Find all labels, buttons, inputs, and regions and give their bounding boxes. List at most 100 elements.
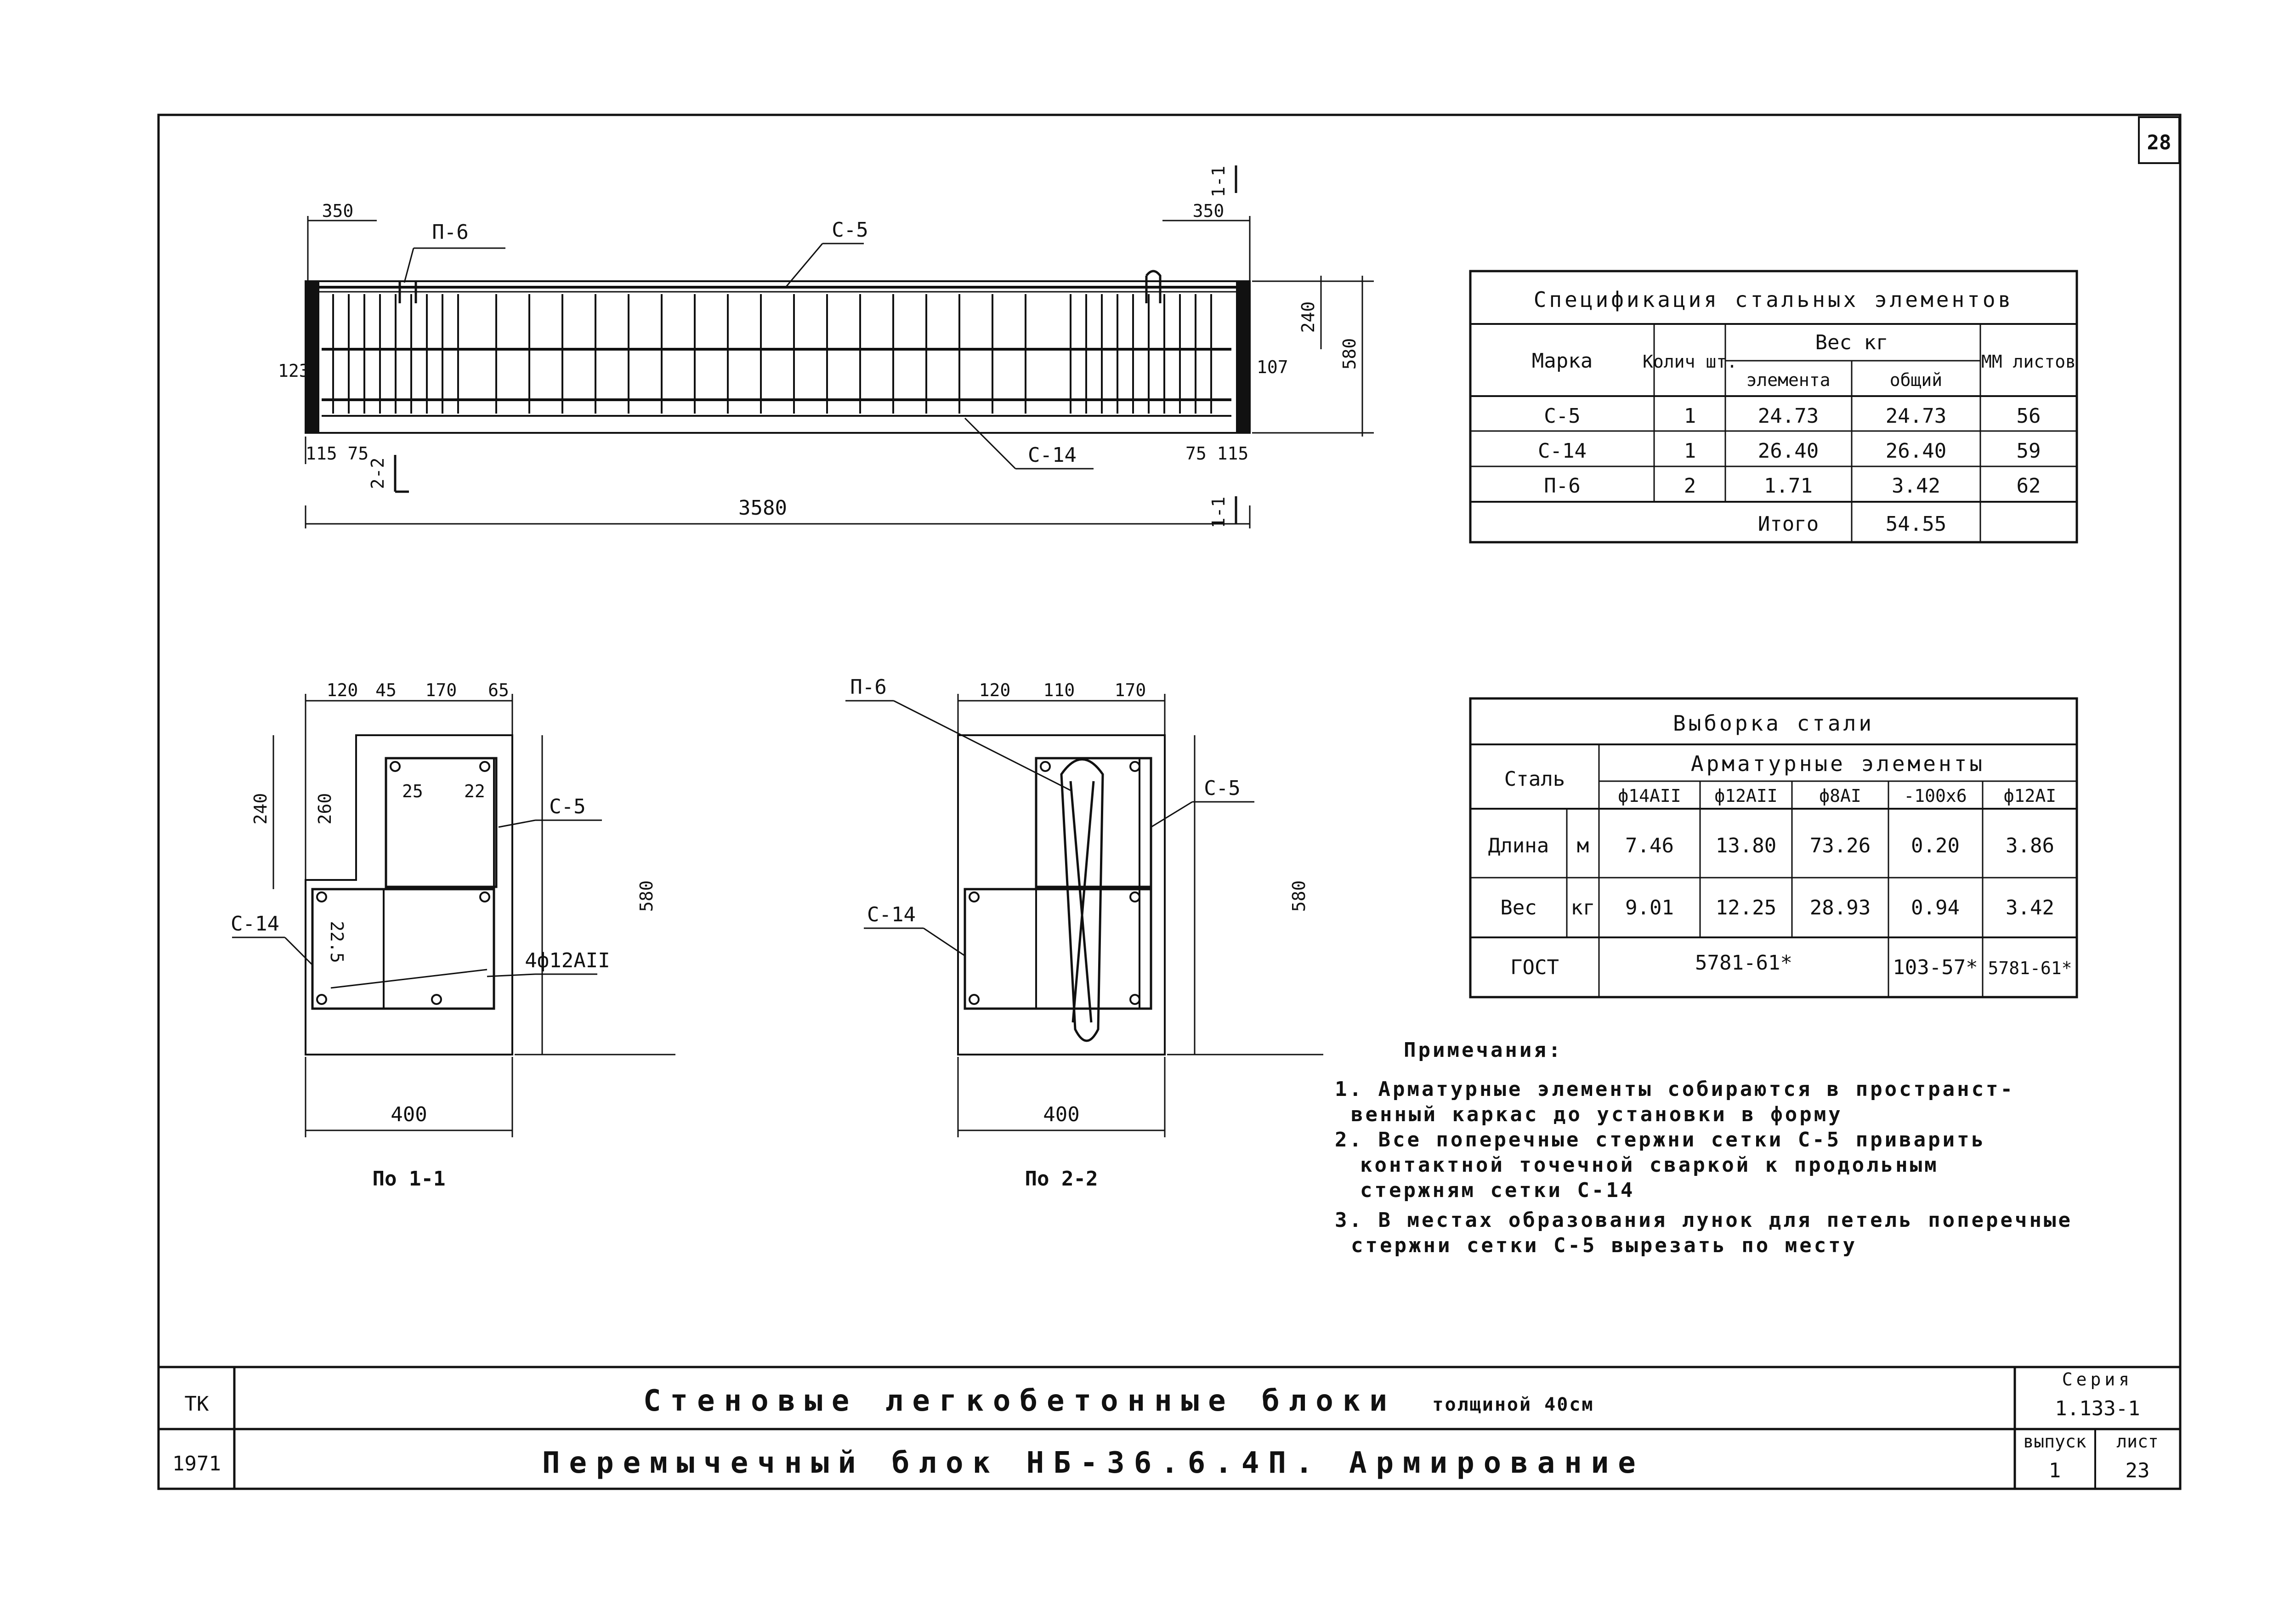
notes-title: Примечания: — [1404, 1038, 1563, 1062]
title-org: ТК — [185, 1392, 209, 1416]
steel-value: 13.80 — [1716, 834, 1776, 857]
spec-header-weight: Вес кг — [1815, 331, 1888, 354]
steel-col: ф12АI — [2004, 786, 2056, 806]
steel-gost: 5781-61* — [1695, 951, 1792, 975]
dim-height-total: 580 — [1339, 338, 1360, 370]
steel-value: 12.25 — [1716, 896, 1776, 919]
spec-header-sheets: ММ листов — [1981, 352, 2076, 372]
section-mark-1-1: 1-1 1-1 — [1208, 165, 1237, 528]
note-line: стержни сетки С-5 вырезать по месту — [1351, 1234, 1857, 1257]
sheet-frame — [157, 113, 2182, 1490]
steel-value: 73.26 — [1810, 834, 1871, 857]
steel-col: -100х6 — [1904, 786, 1967, 806]
sheet-label: лист — [2116, 1431, 2159, 1452]
steel-col: ф12АII — [1714, 786, 1777, 806]
steel-row-label: Длина — [1488, 834, 1549, 857]
steel-gost: 103-57* — [1893, 956, 1978, 979]
dim-right-bottom: 75 115 — [1185, 443, 1248, 464]
section1-dim-left: 240 — [250, 793, 271, 825]
section2-label-mesh: С-14 — [867, 903, 916, 926]
sheet-value: 23 — [2126, 1459, 2150, 1482]
section1-dim-inner: 25 — [402, 781, 423, 801]
svg-text:1-1: 1-1 — [1208, 497, 1229, 528]
spec-row-qty: 1 — [1684, 439, 1696, 463]
steel-value: 0.20 — [1911, 834, 1960, 857]
section1-dim-inner: 22 — [464, 781, 485, 801]
section2-dim-top: 110 — [1043, 680, 1075, 700]
spec-header-element: элемента — [1746, 370, 1830, 390]
section2-label-frame: С-5 — [1204, 777, 1240, 800]
steel-col: ф14АII — [1618, 786, 1681, 806]
steel-value: 3.42 — [2006, 896, 2054, 919]
section1-dim-inner: 22.5 — [327, 921, 347, 963]
steel-row-unit: кг — [1571, 896, 1595, 919]
title-block: ТК 1971 Стеновые легкобетонные блоки тол… — [159, 1366, 2180, 1489]
section1-label-frame: С-5 — [549, 795, 585, 818]
steel-title: Выборка стали — [1673, 711, 1874, 736]
section1-dim-top: 45 — [375, 680, 397, 700]
label-frame: С-5 — [832, 218, 868, 242]
section1-dim-height: 580 — [636, 880, 657, 912]
title-line2: Перемычечный блок НБ-36.6.4П. Армировани… — [542, 1446, 1645, 1480]
section1-dim-left: 260 — [315, 793, 335, 825]
section2-caption: По 2-2 — [1025, 1167, 1098, 1191]
sheet-number: 28 — [2147, 131, 2171, 154]
spec-title: Спецификация стальных элементов — [1534, 287, 2014, 312]
section2-dim-top: 120 — [979, 680, 1011, 700]
spec-row-mark: С-14 — [1538, 439, 1587, 463]
svg-text:2-2: 2-2 — [368, 458, 388, 489]
section2-dim-height: 580 — [1289, 880, 1309, 912]
spec-row-sheets: 62 — [2017, 474, 2041, 498]
spec-row-sheets: 59 — [2017, 439, 2041, 463]
dim-left-side: 123 — [278, 361, 310, 381]
section2-dim-width: 400 — [1043, 1103, 1079, 1126]
dim-left-bottom: 115 75 — [306, 443, 368, 464]
notes: Примечания: 1. Арматурные элементы собир… — [1335, 1038, 2070, 1257]
steel-table: Выборка стали Сталь Арматурные элементы … — [1469, 697, 2078, 999]
steel-value: 0.94 — [1911, 896, 1960, 919]
section-2-2: 120 110 170 580 400 П-6 С-5 С-14 По 2-2 — [845, 675, 1323, 1191]
spec-row-total: 26.40 — [1886, 439, 1946, 463]
steel-value: 28.93 — [1810, 896, 1871, 919]
section1-caption: По 1-1 — [373, 1167, 446, 1191]
steel-value: 3.86 — [2006, 834, 2054, 857]
label-loop: П-6 — [432, 221, 468, 244]
spec-header-qty: Колич шт. — [1643, 352, 1737, 372]
section1-label-bars: 4ф12АII — [525, 949, 610, 972]
issue-label: выпуск — [2023, 1431, 2086, 1452]
steel-row-label: Вес — [1500, 896, 1536, 919]
elevation-view: 350 350 240 580 123 107 115 75 75 115 35… — [278, 165, 1374, 528]
dim-height-top: 240 — [1298, 301, 1318, 333]
spec-table: Спецификация стальных элементов Марка Ко… — [1469, 270, 2078, 544]
spec-row-element: 1.71 — [1764, 474, 1813, 498]
section1-dim-top: 120 — [327, 680, 358, 700]
spec-row-sheets: 56 — [2017, 404, 2041, 428]
steel-gost-label: ГОСТ — [1510, 956, 1559, 979]
spec-header-total: общий — [1890, 370, 1942, 390]
dim-right-side: 107 — [1257, 357, 1288, 377]
issue-value: 1 — [2049, 1459, 2061, 1482]
note-line: стержням сетки С-14 — [1360, 1179, 1635, 1202]
spec-row-total: 24.73 — [1886, 404, 1946, 428]
dim-left-top: 350 — [322, 201, 354, 221]
steel-value: 9.01 — [1625, 896, 1674, 919]
section2-label-loop: П-6 — [850, 675, 886, 699]
note-line: венный каркас до установки в форму — [1351, 1103, 1843, 1126]
title-line1: Стеновые легкобетонные блоки толщиной 40… — [643, 1384, 1594, 1418]
steel-value: 7.46 — [1625, 834, 1674, 857]
steel-col: ф8АI — [1819, 786, 1861, 806]
steel-header-steel: Сталь — [1504, 767, 1565, 791]
dim-length: 3580 — [738, 496, 787, 520]
sheet-number-box: 28 — [2138, 116, 2180, 164]
steel-header-group: Арматурные элементы — [1691, 751, 1985, 776]
section1-label-mesh: С-14 — [231, 912, 279, 936]
note-line: 1. Арматурные элементы собираются в прос… — [1335, 1078, 2015, 1101]
section-mark-2-2: 2-2 — [368, 455, 409, 493]
spec-row-qty: 2 — [1684, 474, 1696, 498]
spec-row-mark: П-6 — [1544, 474, 1580, 498]
series-value: 1.133-1 — [2055, 1397, 2140, 1420]
title-year: 1971 — [172, 1452, 221, 1475]
svg-text:1-1: 1-1 — [1208, 166, 1229, 198]
note-line: 2. Все поперечные стержни сетки С-5 прив… — [1335, 1128, 1986, 1152]
